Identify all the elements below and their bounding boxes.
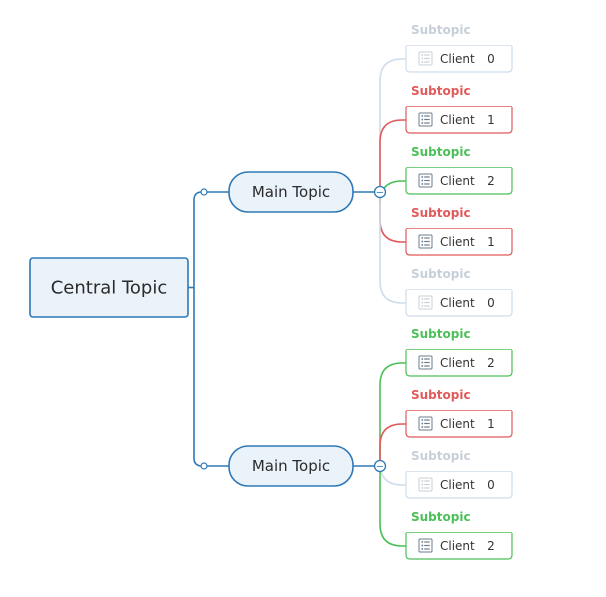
connector-joint <box>200 188 208 196</box>
leaf-label: Client <box>440 174 475 188</box>
subtopic-label: Subtopic <box>411 84 471 98</box>
subtopic-label: Subtopic <box>411 267 471 281</box>
task-list-icon <box>418 477 433 492</box>
main-topic-2[interactable]: Main Topic <box>228 445 354 487</box>
central-topic[interactable]: Central Topic <box>29 257 189 318</box>
leaf-count: 1 <box>487 113 495 127</box>
leaf-label: Client <box>440 235 475 249</box>
task-list-icon <box>418 416 433 431</box>
connector-joint <box>200 462 208 470</box>
subtopic-label: Subtopic <box>411 510 471 524</box>
task-list-icon <box>418 234 433 249</box>
main-topic-label: Main Topic <box>252 457 330 475</box>
leaf-label: Client <box>440 356 475 370</box>
subtopic-label: Subtopic <box>411 206 471 220</box>
leaf-count: 0 <box>487 296 495 310</box>
subtopic-label: Subtopic <box>411 23 471 37</box>
collapse-button[interactable]: − <box>373 185 387 199</box>
leaf-label: Client <box>440 296 475 310</box>
leaf-label: Client <box>440 539 475 553</box>
subtopic-label: Subtopic <box>411 327 471 341</box>
leaf-count: 2 <box>487 174 495 188</box>
leaf-label: Client <box>440 52 475 66</box>
minus-icon: − <box>376 188 384 199</box>
leaf-label: Client <box>440 113 475 127</box>
leaf-count: 2 <box>487 539 495 553</box>
subtopic-label: Subtopic <box>411 388 471 402</box>
central-topic-label: Central Topic <box>51 278 168 299</box>
minus-icon: − <box>376 462 384 473</box>
leaf-count: 1 <box>487 417 495 431</box>
task-list-icon <box>418 295 433 310</box>
leaf-label: Client <box>440 417 475 431</box>
leaf-count: 2 <box>487 356 495 370</box>
main-topic-label: Main Topic <box>252 183 330 201</box>
subtopic-label: Subtopic <box>411 449 471 463</box>
connector-layer <box>188 58 406 547</box>
main-topic-1[interactable]: Main Topic <box>228 171 354 213</box>
collapse-button[interactable]: − <box>373 459 387 473</box>
subtopic-label: Subtopic <box>411 145 471 159</box>
task-list-icon <box>418 51 433 66</box>
task-list-icon <box>418 173 433 188</box>
leaf-count: 0 <box>487 52 495 66</box>
leaf-count: 1 <box>487 235 495 249</box>
leaf-label: Client <box>440 478 475 492</box>
task-list-icon <box>418 538 433 553</box>
task-list-icon <box>418 355 433 370</box>
leaf-count: 0 <box>487 478 495 492</box>
task-list-icon <box>418 112 433 127</box>
